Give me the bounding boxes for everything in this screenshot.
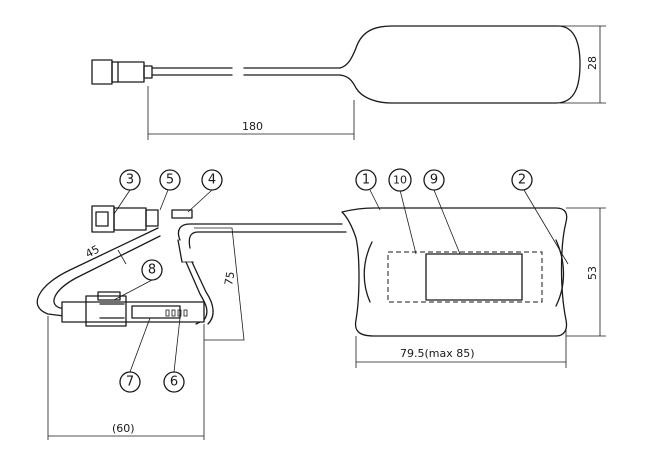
callout-2: 2	[511, 169, 533, 191]
callout-leaders	[113, 189, 569, 373]
probe-tube	[61, 301, 205, 323]
callout-5: 5	[159, 169, 181, 191]
top-connector-body	[111, 61, 145, 83]
svg-text:10: 10	[393, 174, 407, 187]
svg-text:9: 9	[430, 173, 438, 188]
callout-1: 1	[355, 169, 377, 191]
svg-text:3: 3	[126, 173, 134, 188]
top-connector-boot	[143, 65, 153, 79]
probe-crimp-7	[131, 305, 181, 319]
inner-label-plate	[425, 253, 523, 301]
probe-nut-8	[97, 291, 121, 301]
bottom-connector-housing	[91, 205, 115, 233]
dim-lead-c: (60)	[112, 422, 135, 435]
wire-sleeve-4	[171, 209, 193, 219]
bottom-connector-boot	[145, 209, 159, 227]
callout-6: 6	[163, 371, 185, 393]
inner-dashed-region	[387, 251, 543, 303]
lead-wire-outer	[36, 227, 159, 317]
dim-bottom-width: 79.5(max 85)	[400, 347, 475, 360]
svg-text:4: 4	[208, 173, 216, 188]
dim-line-75	[194, 227, 245, 341]
dim-bottom-height: 53	[586, 266, 599, 280]
svg-text:5: 5	[166, 173, 174, 188]
callout-8: 8	[141, 259, 163, 281]
probe-fitting	[85, 295, 127, 327]
callout-10: 10	[388, 168, 412, 192]
pouch-seam-left	[363, 241, 373, 303]
callout-3: 3	[119, 169, 141, 191]
dim-top-height: 28	[586, 56, 599, 70]
probe-terminals-6	[165, 309, 188, 317]
top-pouch-outline	[339, 25, 581, 104]
pouch-seam-right	[555, 239, 565, 307]
cable-main-upper	[177, 223, 343, 241]
callouts: 3 5 4 1 10 9 2 8 7 6	[119, 168, 533, 393]
svg-text:7: 7	[126, 375, 134, 390]
callout-4: 4	[201, 169, 223, 191]
svg-text:1: 1	[362, 173, 370, 188]
callout-7: 7	[119, 371, 141, 393]
dim-lead-b: 75	[222, 270, 237, 286]
svg-text:6: 6	[170, 375, 178, 390]
bottom-pouch-outline	[341, 207, 568, 337]
top-connector-housing	[91, 59, 113, 85]
svg-text:2: 2	[518, 173, 526, 188]
top-view: 180 28	[91, 25, 606, 140]
dim-lead-a: 45	[83, 243, 101, 261]
bottom-view: 45 75 (60) 79.5(max 85) 53	[36, 168, 606, 440]
callout-9: 9	[423, 169, 445, 191]
svg-text:8: 8	[148, 263, 156, 278]
dim-top-length: 180	[242, 120, 263, 133]
bottom-connector-body	[113, 207, 147, 231]
